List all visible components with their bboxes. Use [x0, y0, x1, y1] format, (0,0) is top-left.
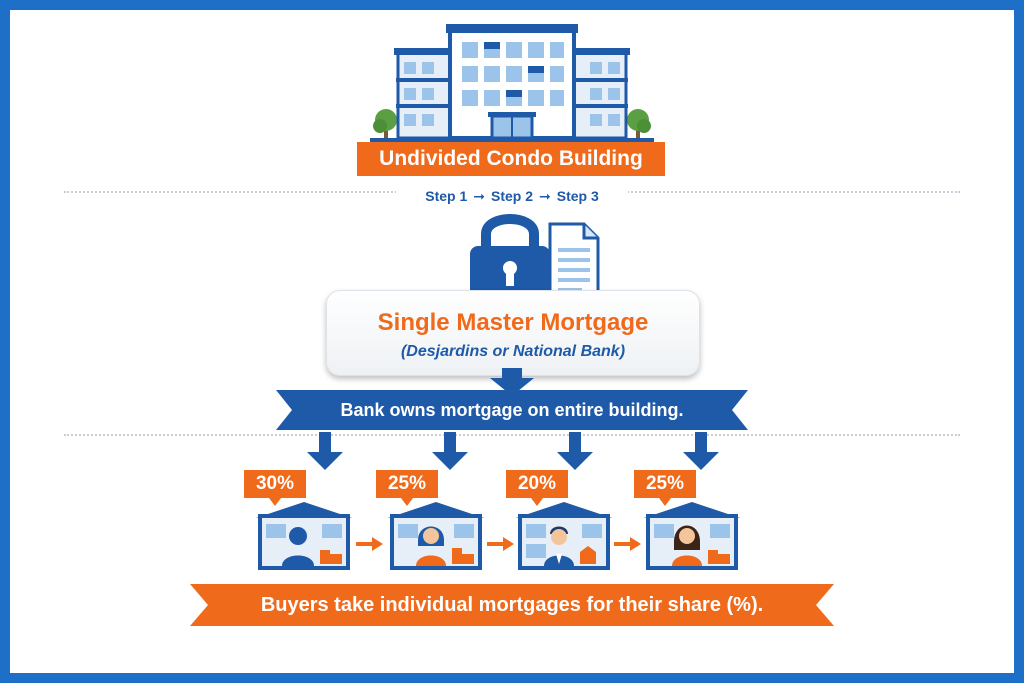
arrow-right-icon [487, 537, 514, 551]
share-tag-unit-1: 30% [244, 470, 306, 506]
unit-4-house-icon [644, 502, 740, 570]
document-icon [548, 222, 600, 300]
man-person-icon [282, 527, 314, 566]
steps-row: Step 1 ➞ Step 2 ➞ Step 3 [396, 186, 628, 206]
arrow-down-icon [683, 432, 719, 470]
bank-banner-shape [276, 390, 748, 430]
padlock-icon [470, 214, 550, 300]
lock-document-icon [470, 214, 600, 300]
tree-right-icon [627, 109, 651, 140]
step-1-label: Step 1 [425, 188, 468, 204]
buyers-banner-text: Buyers take individual mortgages for the… [260, 593, 764, 616]
arrow-down-icon [490, 368, 534, 396]
divider-bottom [64, 434, 960, 436]
master-mortgage-card: Single Master Mortgage (Desjardins or Na… [326, 290, 700, 376]
arrow-down-icon [432, 432, 468, 470]
tree-left-icon [373, 109, 397, 140]
arrow-down-icon [557, 432, 593, 470]
arrow-right-icon: ➞ [473, 187, 485, 204]
share-tag-unit-2: 25% [376, 470, 438, 506]
building-label: Undivided Condo Building [357, 142, 665, 176]
unit-3-house-icon [516, 502, 612, 570]
unit-2-house-icon [388, 502, 484, 570]
man-suit-person-icon [544, 526, 574, 566]
share-tag-unit-3: 20% [506, 470, 568, 506]
woman-person-icon [672, 525, 702, 566]
arrow-right-icon [356, 537, 383, 551]
step-3-label: Step 3 [556, 188, 599, 204]
share-tag-unit-4: 25% [634, 470, 696, 506]
buyers-banner-shape [190, 584, 834, 626]
mortgage-title: Single Master Mortgage [377, 309, 649, 336]
condo-building-icon [370, 24, 654, 142]
woman-person-icon [416, 526, 446, 566]
bank-banner-text: Bank owns mortgage on entire building. [340, 399, 684, 420]
arrow-right-icon [614, 537, 641, 551]
unit-1-house-icon [256, 502, 352, 570]
arrow-down-icon [307, 432, 343, 470]
mortgage-subtitle: (Desjardins or National Bank) [400, 343, 626, 360]
arrow-right-icon: ➞ [539, 187, 551, 204]
step-2-label: Step 2 [490, 188, 533, 204]
